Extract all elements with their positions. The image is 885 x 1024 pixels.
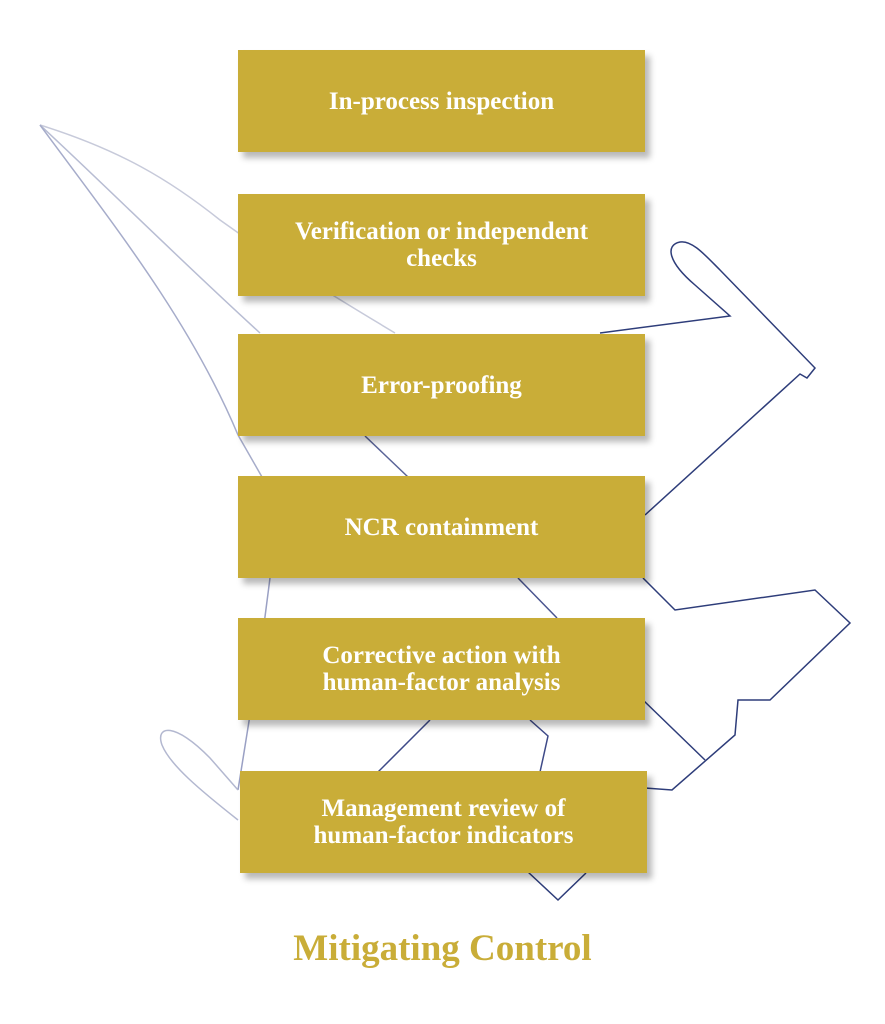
inner-line-2 (517, 577, 558, 619)
control-label: Management review of human-factor indica… (313, 795, 574, 849)
control-box-verification: Verification or independent checks (238, 194, 645, 296)
tail-bottom (527, 871, 587, 902)
tail-right (642, 577, 852, 791)
diagram-caption: Mitigating Control (293, 928, 592, 969)
wing-line-left-2 (39, 124, 261, 334)
control-box-management-review: Management review of human-factor indica… (240, 771, 647, 873)
wing-line-left-1 (39, 124, 396, 334)
wing-right (599, 241, 816, 516)
control-box-corrective-action: Corrective action with human-factor anal… (238, 618, 645, 720)
inner-line-3 (377, 719, 549, 773)
tail-fin-left (159, 729, 239, 821)
control-label: In-process inspection (328, 87, 555, 115)
control-box-ncr-containment: NCR containment (238, 476, 645, 578)
inner-line-1 (364, 435, 409, 478)
control-label: Corrective action with human-factor anal… (322, 642, 561, 696)
wing-line-left-3 (39, 124, 263, 478)
control-label: Error-proofing (361, 371, 522, 399)
control-label: Verification or independent checks (294, 218, 589, 272)
control-box-error-proofing: Error-proofing (238, 334, 645, 436)
control-label: NCR containment (344, 513, 539, 541)
control-box-in-process-inspection: In-process inspection (238, 50, 645, 152)
